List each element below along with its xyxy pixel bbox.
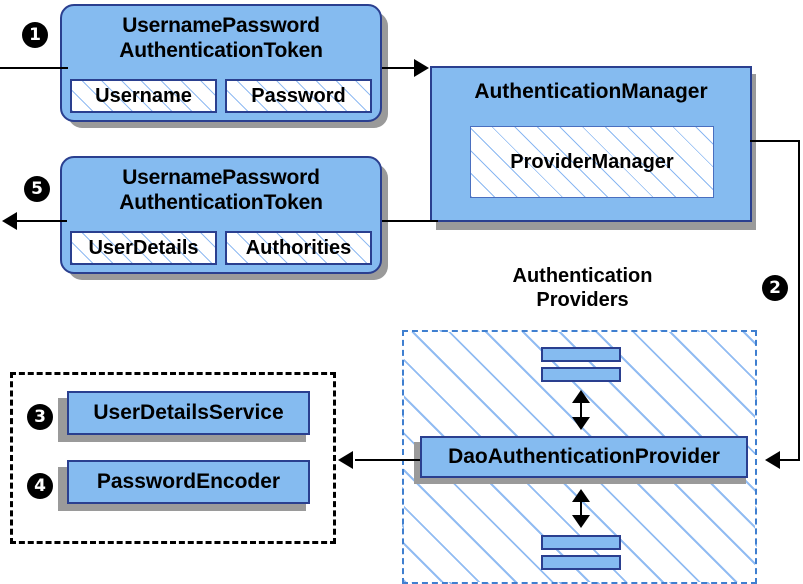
authentication-manager-title: AuthenticationManager xyxy=(474,80,708,103)
response-outgoing-line xyxy=(17,220,67,222)
manager-to-response-line xyxy=(382,220,438,222)
provider-link-line-top xyxy=(580,396,582,422)
provider-link-arrow-down-bottom xyxy=(572,515,590,528)
providers-caption-line1: Authentication xyxy=(512,265,653,287)
provider-manager-box: ProviderManager xyxy=(470,126,714,198)
dao-authentication-provider-box: DaoAuthenticationProvider xyxy=(420,436,748,478)
other-provider-bar-top-1 xyxy=(541,347,621,362)
step-badge-5: 5 xyxy=(24,176,50,202)
request-token-card: UsernamePassword AuthenticationToken Use… xyxy=(60,4,382,122)
provider-link-arrow-up-top xyxy=(572,390,590,403)
other-provider-bar-bottom-2 xyxy=(541,555,621,570)
userdetailsservice-box: UserDetailsService xyxy=(67,391,310,435)
response-token-title-line2: AuthenticationToken xyxy=(119,191,323,214)
manager-to-provider-line-vertical xyxy=(798,140,800,460)
other-provider-bar-top-2 xyxy=(541,367,621,382)
slot-username: Username xyxy=(70,79,217,113)
response-outgoing-arrowhead xyxy=(2,212,17,230)
provider-link-arrow-up-bottom xyxy=(572,489,590,502)
response-token-card: UsernamePassword AuthenticationToken Use… xyxy=(60,156,382,274)
request-to-manager-line xyxy=(382,67,416,69)
provider-link-arrow-down-top xyxy=(572,417,590,430)
step-badge-3: 3 xyxy=(27,404,53,430)
providers-group-caption: Authentication Providers xyxy=(470,264,695,312)
provider-link-line-bottom xyxy=(580,495,582,520)
slot-password: Password xyxy=(225,79,372,113)
authentication-manager-box: AuthenticationManager ProviderManager xyxy=(430,66,752,222)
manager-to-provider-line-top xyxy=(750,140,800,142)
response-token-title: UsernamePassword AuthenticationToken xyxy=(62,158,380,215)
response-token-slots: UserDetails Authorities xyxy=(70,231,372,265)
slot-authorities: Authorities xyxy=(225,231,372,265)
provider-to-services-arrowhead xyxy=(338,451,353,469)
step-badge-2: 2 xyxy=(762,275,788,301)
step-badge-4: 4 xyxy=(27,473,53,499)
providers-caption-line2: Providers xyxy=(536,289,629,311)
passwordencoder-box: PasswordEncoder xyxy=(67,460,310,504)
response-token-title-line1: UsernamePassword xyxy=(122,166,320,189)
request-to-manager-arrowhead xyxy=(414,59,429,77)
provider-to-services-line xyxy=(355,459,420,461)
step-badge-1: 1 xyxy=(22,22,48,48)
manager-to-provider-arrowhead xyxy=(765,451,780,469)
manager-to-provider-line-bottom xyxy=(780,459,800,461)
request-token-title-line1: UsernamePassword xyxy=(122,14,320,37)
request-token-title-line2: AuthenticationToken xyxy=(119,39,323,62)
other-provider-bar-bottom-1 xyxy=(541,535,621,550)
slot-userdetails: UserDetails xyxy=(70,231,217,265)
incoming-request-line xyxy=(0,67,68,69)
request-token-title: UsernamePassword AuthenticationToken xyxy=(62,6,380,63)
request-token-slots: Username Password xyxy=(70,79,372,113)
